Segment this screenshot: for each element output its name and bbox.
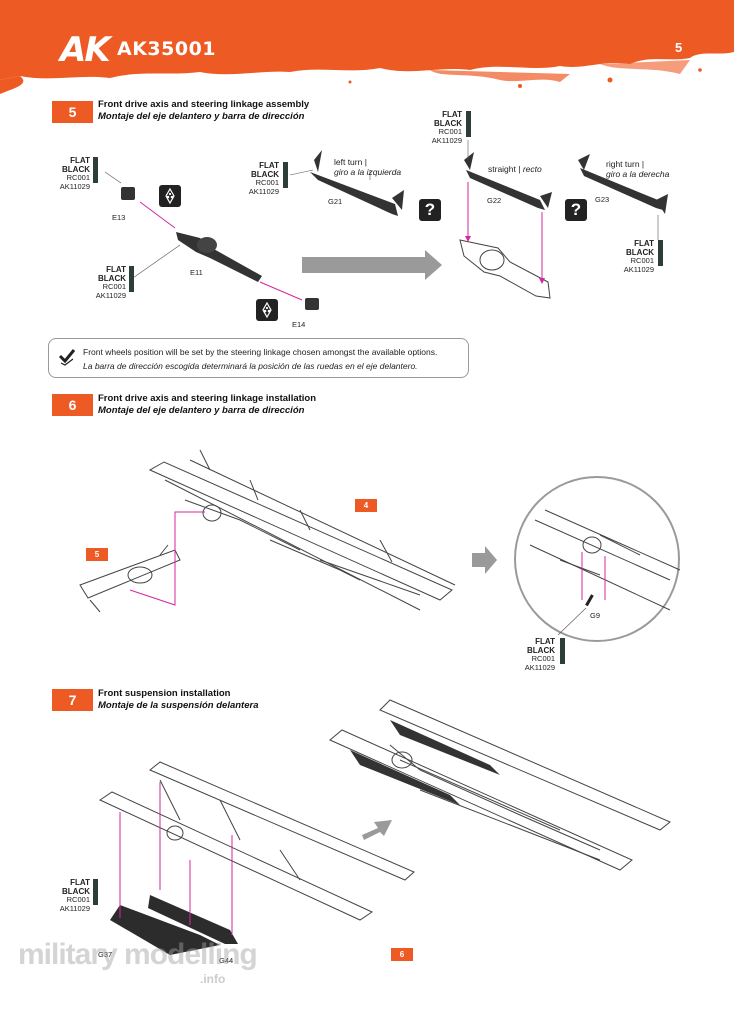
part-label-g44: G44 [219,956,234,965]
color-swatch [466,111,471,137]
part-label-g9: G9 [590,611,601,620]
paint-splash-banner [0,0,734,94]
color-swatch [93,157,98,183]
info-note: Front wheels position will be set by the… [48,338,469,378]
part-e14-shape [305,298,319,310]
step-7-title: Front suspension installation Montaje de… [98,688,259,711]
question-icon: ? [565,199,587,221]
step-5-badge: 5 [52,101,93,123]
question-icon: ? [419,199,441,221]
option-left-turn: left turn |giro a la izquierda [334,157,402,177]
color-swatch [129,266,134,292]
part-g44-shape [148,895,238,944]
part-label-e11: E11 [190,268,203,277]
watermark-sub: .info [200,972,226,986]
glue-icon [256,299,278,321]
product-code: AK35001 [117,38,217,60]
page-header: AK AK35001 5 [0,0,734,95]
part-label-g37: G37 [98,950,113,959]
glue-icon [159,185,181,207]
ref-step-5: 5 [86,548,108,561]
next-arrow-shape [302,250,442,280]
note-en: Front wheels position will be set by the… [83,347,438,357]
step-5-title: Front drive axis and steering linkage as… [98,99,310,122]
part-label-g23: G23 [595,195,610,204]
step-6-title: Front drive axis and steering linkage in… [98,393,317,416]
ref-step-4: 4 [355,499,377,512]
option-right-turn: right turn |giro a la derecha [606,159,670,179]
watermark: military modelling [18,938,258,971]
magnified-view [514,476,680,642]
part-g37-shape [110,905,220,955]
part-label-e13: E13 [112,213,126,222]
color-swatch [658,240,663,266]
check-icon [58,349,76,366]
color-swatch [93,879,98,905]
ref-step-6: 6 [391,948,413,961]
part-label-g21: G21 [328,197,343,206]
step-6-badge: 6 [52,394,93,416]
part-e11-shape [176,232,262,282]
brand-logo: AK [60,30,111,70]
option-straight: straight | recto [488,164,542,174]
step-7-badge: 7 [52,689,93,711]
part-label-g22: G22 [487,196,502,205]
page-number: 5 [675,40,683,55]
note-es: La barra de dirección escogida determina… [83,361,418,371]
color-swatch [283,162,288,188]
part-e13-shape [121,187,135,200]
part-label-e14: E14 [292,320,306,329]
color-swatch [560,638,565,664]
